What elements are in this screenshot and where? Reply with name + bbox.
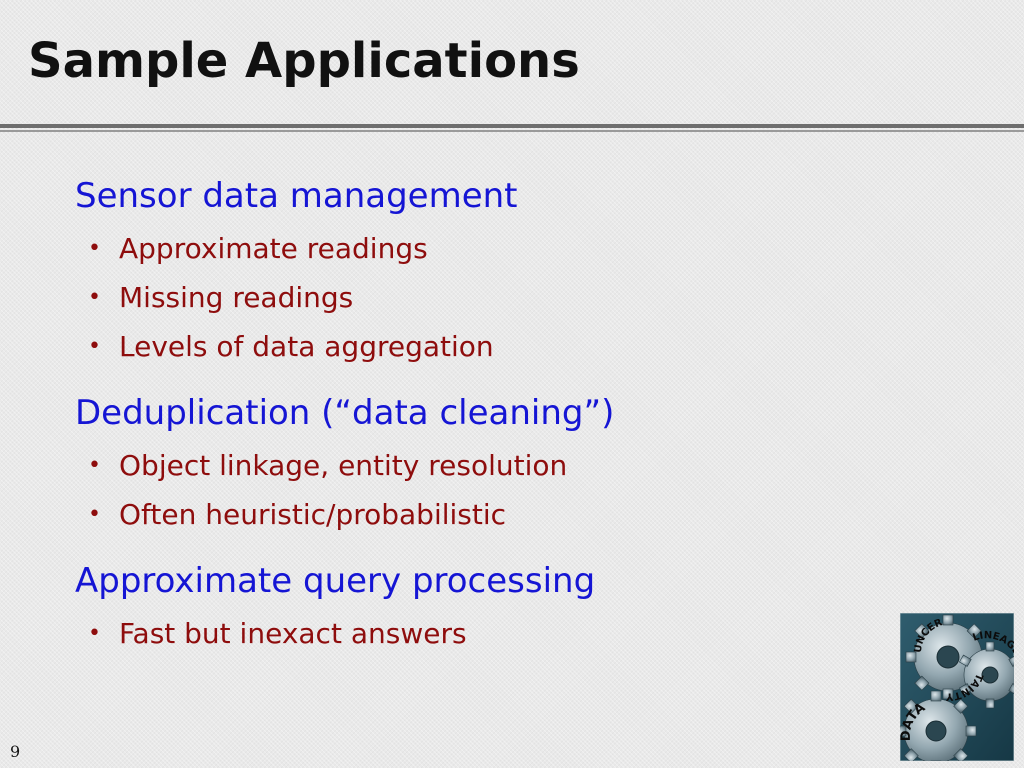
bullet-icon: • [88, 502, 101, 527]
title-divider [0, 124, 1024, 128]
section-heading: Deduplication (“data cleaning”) [75, 393, 615, 433]
bullet-text: Often heuristic/probabilistic [119, 498, 507, 531]
bullet-item: • Often heuristic/probabilistic [75, 490, 875, 539]
section-approx-query: Approximate query processing • Fast but i… [75, 553, 875, 658]
slide-content: Sensor data management • Approximate read… [75, 168, 875, 658]
bullet-item: • Approximate readings [75, 224, 875, 273]
bullet-item: • Missing readings [75, 273, 875, 322]
gears-logo-icon: UNCER TAINTY LINEAGE DATA [900, 613, 1014, 761]
bullet-list: • Object linkage, entity resolution • Ofte… [75, 441, 875, 539]
bullet-icon: • [88, 453, 101, 478]
bullet-icon: • [88, 621, 101, 646]
bullet-text: Object linkage, entity resolution [119, 449, 568, 482]
title-divider-secondary [0, 130, 1024, 132]
bullet-text: Levels of data aggregation [119, 330, 494, 363]
bullet-item: • Levels of data aggregation [75, 322, 875, 371]
bullet-text: Approximate readings [119, 232, 428, 265]
bullet-icon: • [88, 236, 101, 261]
page-number: 9 [10, 742, 21, 761]
section-deduplication: Deduplication (“data cleaning”) • Object … [75, 385, 875, 539]
bullet-text: Missing readings [119, 281, 354, 314]
bullet-item: • Object linkage, entity resolution [75, 441, 875, 490]
section-heading: Sensor data management [75, 176, 518, 216]
bullet-list: • Fast but inexact answers [75, 609, 875, 658]
section-heading: Approximate query processing [75, 561, 596, 601]
bullet-icon: • [88, 285, 101, 310]
slide-title: Sample Applications [28, 33, 580, 89]
bullet-text: Fast but inexact answers [119, 617, 467, 650]
section-sensor-data: Sensor data management • Approximate read… [75, 168, 875, 371]
bullet-icon: • [88, 334, 101, 359]
bullet-item: • Fast but inexact answers [75, 609, 875, 658]
bullet-list: •Approximate readings •Missing readings … [75, 224, 875, 371]
